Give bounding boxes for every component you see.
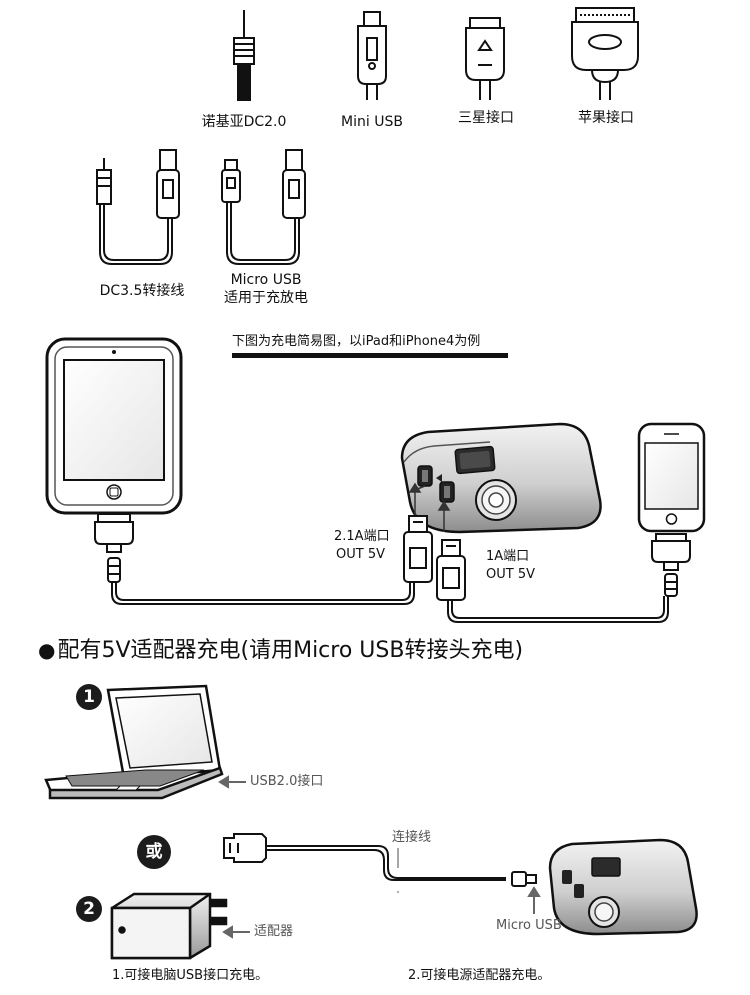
mini-usb-label: Mini USB — [341, 114, 403, 130]
usb20-port-label: USB2.0接口 — [250, 774, 324, 789]
port-arrows — [408, 482, 451, 532]
port-21a-out-label: OUT 5V — [336, 547, 385, 562]
micro-usb-cable-label: Micro USB — [230, 272, 302, 288]
apple-connector-icon — [571, 7, 639, 100]
ipad-icon — [45, 337, 183, 515]
step-1-badge: 1 — [76, 684, 102, 710]
micro-usb-arrow — [527, 886, 541, 914]
micro-usb-cable-label-2: 适用于充放电 — [224, 290, 308, 306]
nokia-dc20-connector-icon — [233, 10, 255, 101]
port-21a-label: 2.1A端口 — [334, 529, 390, 544]
samsung-connector-icon — [465, 17, 505, 100]
dc35-cable-icon — [96, 149, 180, 265]
caption-usb-charging: 1.可接电脑USB接口充电。 — [112, 968, 269, 983]
usb-plug-1a-icon — [436, 539, 466, 601]
adapter-icon — [110, 892, 228, 960]
adapter-arrow — [222, 925, 250, 939]
port-1a-label: 1A端口 — [486, 549, 530, 564]
demo-cables — [111, 582, 669, 623]
apple-label: 苹果接口 — [578, 110, 634, 126]
port-1a-out-label: OUT 5V — [486, 567, 535, 582]
usb-plug-21a-icon — [403, 515, 433, 583]
section-heading: ●配有5V适配器充电(请用Micro USB转接头充电) — [38, 636, 523, 665]
caption-adapter-charging: 2.可接电源适配器充电。 — [408, 968, 551, 983]
usb20-arrow — [218, 775, 246, 789]
usb-cable-icon — [223, 833, 537, 887]
micro-usb-label: Micro USB — [496, 918, 562, 933]
laptop-icon — [44, 684, 224, 800]
section-heading-text: 配有5V适配器充电(请用Micro USB转接头充电) — [57, 638, 524, 663]
cable-label: 连接线 — [392, 830, 432, 845]
iphone-dock-plug-icon — [651, 533, 691, 597]
adapter-label: 适配器 — [254, 924, 294, 939]
micro-usb-cable-icon — [221, 149, 306, 265]
demo-title: 下图为充电简易图，以iPad和iPhone4为例 — [232, 334, 481, 349]
power-bank-icon — [400, 422, 602, 534]
samsung-label: 三星接口 — [458, 110, 514, 126]
iphone-icon — [637, 422, 706, 533]
or-badge: 或 — [137, 835, 171, 869]
dc35-cable-label: DC3.5转接线 — [99, 283, 185, 299]
power-bank-small-icon — [548, 838, 698, 936]
nokia-dc20-label: 诺基亚DC2.0 — [201, 114, 287, 130]
demo-title-underline — [232, 353, 508, 358]
step-2-badge: 2 — [76, 896, 102, 922]
ipad-dock-plug-icon — [94, 513, 134, 583]
mini-usb-connector-icon — [357, 11, 387, 100]
bullet: ● — [38, 638, 56, 662]
